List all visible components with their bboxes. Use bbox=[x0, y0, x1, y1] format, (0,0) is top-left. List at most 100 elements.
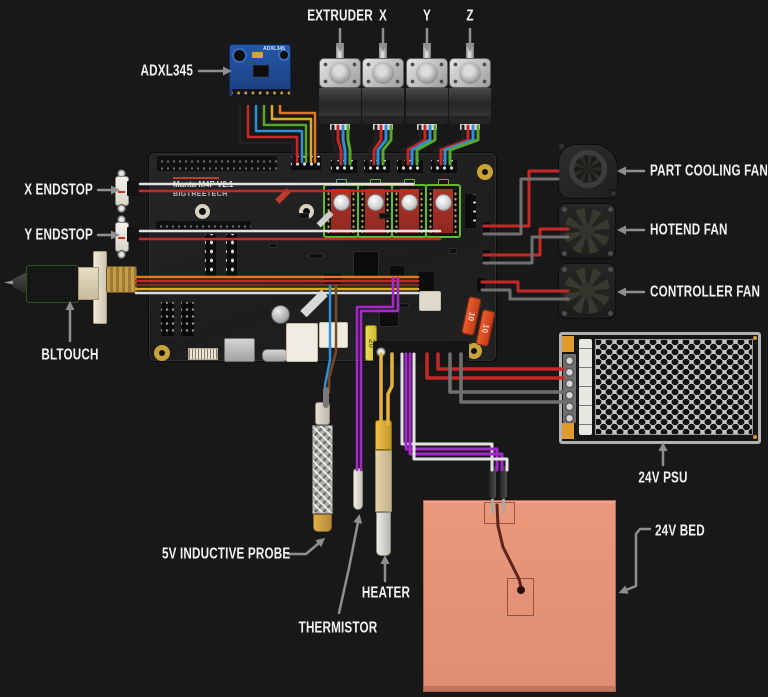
board-silkscreen-brand: BIGTREETECH bbox=[173, 191, 228, 198]
bed-wire-pin bbox=[502, 499, 505, 513]
chip bbox=[379, 309, 399, 327]
y-motor bbox=[406, 44, 448, 130]
label-psu: 24V PSU bbox=[638, 469, 688, 487]
probe-connector bbox=[323, 273, 343, 286]
smd bbox=[269, 243, 277, 248]
ffc-connector bbox=[188, 348, 218, 360]
bltouch-tip bbox=[13, 272, 27, 294]
stepper-driver-y bbox=[391, 184, 427, 238]
adxl-silkscreen: ADXL345 bbox=[263, 46, 285, 52]
mount-hole bbox=[477, 164, 493, 180]
label-heater: HEATER bbox=[361, 584, 411, 602]
fan-mount-ear bbox=[557, 142, 566, 151]
module bbox=[286, 323, 318, 362]
spi-connector bbox=[464, 193, 477, 229]
arrowhead-probe-leader bbox=[315, 537, 326, 548]
exp-header bbox=[204, 233, 217, 278]
bltouch-collar bbox=[78, 267, 99, 300]
wire-bed-white-1 bbox=[400, 352, 494, 472]
smd-capacitor bbox=[252, 52, 263, 58]
smd bbox=[399, 303, 409, 308]
label-extruder-motor: EXTRUDER bbox=[307, 7, 373, 25]
bed-wire-sleeve bbox=[500, 466, 507, 499]
probe-threaded-body bbox=[312, 425, 333, 514]
arrowhead-controller-fan-arrow bbox=[617, 287, 626, 297]
label-bed: 24V BED bbox=[655, 522, 705, 540]
fuse-10a: 10 bbox=[475, 309, 496, 347]
mount-hole bbox=[154, 345, 170, 361]
wire-bed-white-2 bbox=[412, 352, 509, 472]
label-inductive-probe: 5V INDUCTIVE PROBE bbox=[162, 545, 291, 563]
wire-heater-gold-2 bbox=[386, 352, 394, 426]
mainboard: Manta M4P V2.1 BIGTREETECH bbox=[148, 152, 497, 363]
bed-thermistor-pad bbox=[507, 578, 534, 616]
smd bbox=[449, 248, 457, 254]
arrowhead-bed-leader bbox=[618, 585, 629, 594]
label-x-motor: X bbox=[379, 7, 387, 25]
leader-bed-leader bbox=[624, 527, 652, 592]
pin-row bbox=[232, 89, 290, 97]
arrowhead-thermistor-leader bbox=[353, 514, 363, 524]
bed-wire-sleeve bbox=[489, 466, 496, 499]
usb-port bbox=[262, 349, 288, 362]
probe-cap bbox=[315, 402, 330, 425]
psu-screw bbox=[753, 435, 757, 439]
pin-header bbox=[156, 221, 251, 232]
z-motor-connector bbox=[430, 159, 458, 174]
heated-bed-24v bbox=[423, 500, 616, 692]
label-controller-fan: CONTROLLER FAN bbox=[650, 283, 761, 301]
mcu-chip bbox=[353, 251, 379, 277]
heater-cartridge bbox=[375, 420, 393, 556]
mount-hole bbox=[280, 51, 288, 59]
bltouch-cable-sheath bbox=[106, 266, 137, 293]
arrowhead-heater-arrow bbox=[380, 555, 390, 564]
label-z-motor: Z bbox=[466, 7, 474, 25]
fan-connector-2 bbox=[482, 249, 491, 265]
exp-header bbox=[225, 233, 238, 278]
adxl345-module: ADXL345 bbox=[229, 44, 291, 97]
board-silkscreen-title: Manta M4P V2.1 bbox=[173, 180, 234, 189]
silkscreen-red-line bbox=[173, 177, 219, 179]
psu-corner-bracket bbox=[562, 423, 574, 439]
part-cooling-fan bbox=[556, 142, 620, 201]
label-y-endstop: Y ENDSTOP bbox=[24, 226, 93, 244]
label-y-motor: Y bbox=[423, 7, 431, 25]
idc-header bbox=[159, 300, 176, 338]
leader-thermistor-leader bbox=[337, 520, 360, 615]
bltouch-pin bbox=[4, 280, 15, 285]
psu-24v bbox=[559, 332, 761, 444]
sd-card-slot bbox=[224, 338, 255, 362]
label-part-cooling-fan: PART COOLING FAN bbox=[650, 162, 768, 180]
module bbox=[319, 322, 348, 348]
bltouch-probe bbox=[4, 251, 137, 325]
adxl-connector bbox=[290, 155, 322, 171]
inductive-probe bbox=[312, 402, 334, 532]
bed-connector-outline bbox=[484, 502, 515, 524]
fan-connector-1 bbox=[482, 221, 491, 237]
psu-label-strip bbox=[579, 339, 592, 435]
chip bbox=[419, 291, 441, 311]
extruder-motor bbox=[319, 44, 361, 130]
leader-probe-leader bbox=[286, 541, 321, 556]
screw-terminal-block bbox=[373, 341, 469, 363]
mount-hole bbox=[195, 204, 210, 219]
x-motor-connector bbox=[363, 159, 391, 174]
stepper-driver-x bbox=[357, 184, 393, 238]
arrowhead-hotend-fan-arrow bbox=[617, 225, 626, 235]
psu-terminal-block bbox=[563, 354, 576, 423]
hotend-fan bbox=[558, 203, 616, 259]
y-motor-connector bbox=[396, 159, 424, 174]
x-endstop-switch bbox=[115, 169, 141, 213]
z-motor bbox=[449, 44, 491, 130]
smd bbox=[309, 253, 323, 259]
wire-bed-purple-2 bbox=[408, 352, 504, 472]
bed-wire-pin bbox=[491, 499, 494, 513]
label-adxl345: ADXL345 bbox=[140, 62, 193, 80]
smd bbox=[379, 213, 391, 219]
psu-grill bbox=[595, 339, 753, 435]
extruder-motor-connector bbox=[330, 159, 358, 174]
idc-header bbox=[179, 300, 196, 338]
psu-screw bbox=[753, 336, 757, 340]
thermistor-connector bbox=[389, 265, 405, 279]
bltouch-body bbox=[26, 265, 79, 303]
